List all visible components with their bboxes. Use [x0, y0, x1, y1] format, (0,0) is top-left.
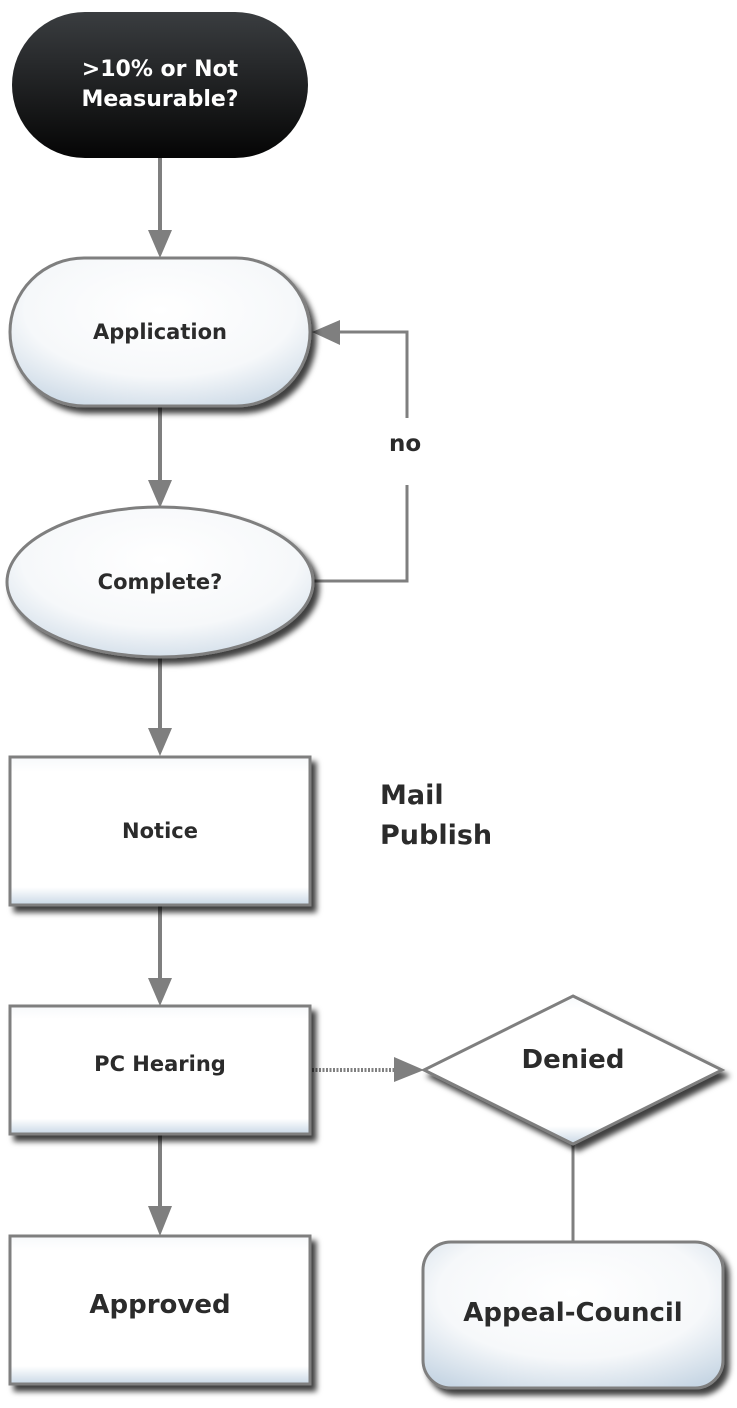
node-complete-label: Complete?	[97, 569, 223, 594]
node-approved-shape[interactable]	[8, 1234, 312, 1386]
arrowhead-complete-top	[148, 480, 172, 508]
node-start[interactable]: >10% or Not Measurable?	[12, 12, 308, 158]
edge-complete-no-loop	[314, 485, 409, 583]
node-denied-label: Denied	[521, 1045, 625, 1076]
edge-complete-no-loop-upper	[338, 330, 409, 418]
node-denied-shape[interactable]	[420, 994, 726, 1146]
notice-annotation: Mail Publish	[380, 776, 492, 856]
node-application-label: Application	[93, 319, 227, 344]
notice-annotation-mail: Mail	[380, 780, 444, 811]
node-denied[interactable]: Denied	[424, 1026, 722, 1096]
edge-label-no: no	[389, 431, 422, 457]
node-appeal-council[interactable]: Appeal-Council	[423, 1242, 723, 1386]
node-pc-hearing[interactable]: PC Hearing	[10, 1006, 310, 1122]
node-application[interactable]: Application	[10, 258, 310, 406]
notice-annotation-publish: Publish	[380, 820, 493, 851]
node-notice-shape[interactable]	[8, 755, 312, 907]
arrowhead-approved-top	[148, 1206, 172, 1236]
node-start-shape[interactable]	[12, 12, 308, 158]
node-notice-label: Notice	[122, 818, 198, 843]
connectors	[148, 158, 575, 1242]
arrowhead-application-right	[312, 320, 340, 345]
arrowhead-denied-left	[394, 1057, 424, 1082]
arrowhead-notice-top	[148, 728, 172, 756]
arrowhead-pc-hearing-top	[148, 978, 172, 1006]
node-approved[interactable]: Approved	[10, 1236, 310, 1376]
node-approved-label: Approved	[89, 1290, 231, 1321]
arrowhead-application-top	[148, 230, 172, 258]
node-appeal-shape[interactable]	[421, 1240, 725, 1390]
node-application-shape[interactable]	[8, 256, 312, 408]
node-complete[interactable]: Complete?	[10, 507, 310, 657]
node-pc-hearing-label: PC Hearing	[94, 1051, 226, 1076]
node-appeal-council-label: Appeal-Council	[463, 1298, 683, 1329]
node-complete-shape[interactable]	[5, 505, 315, 659]
node-notice[interactable]: Notice	[10, 757, 310, 905]
node-pc-hearing-shape[interactable]	[8, 1004, 312, 1136]
node-start-label: >10% or Not Measurable?	[81, 57, 239, 112]
